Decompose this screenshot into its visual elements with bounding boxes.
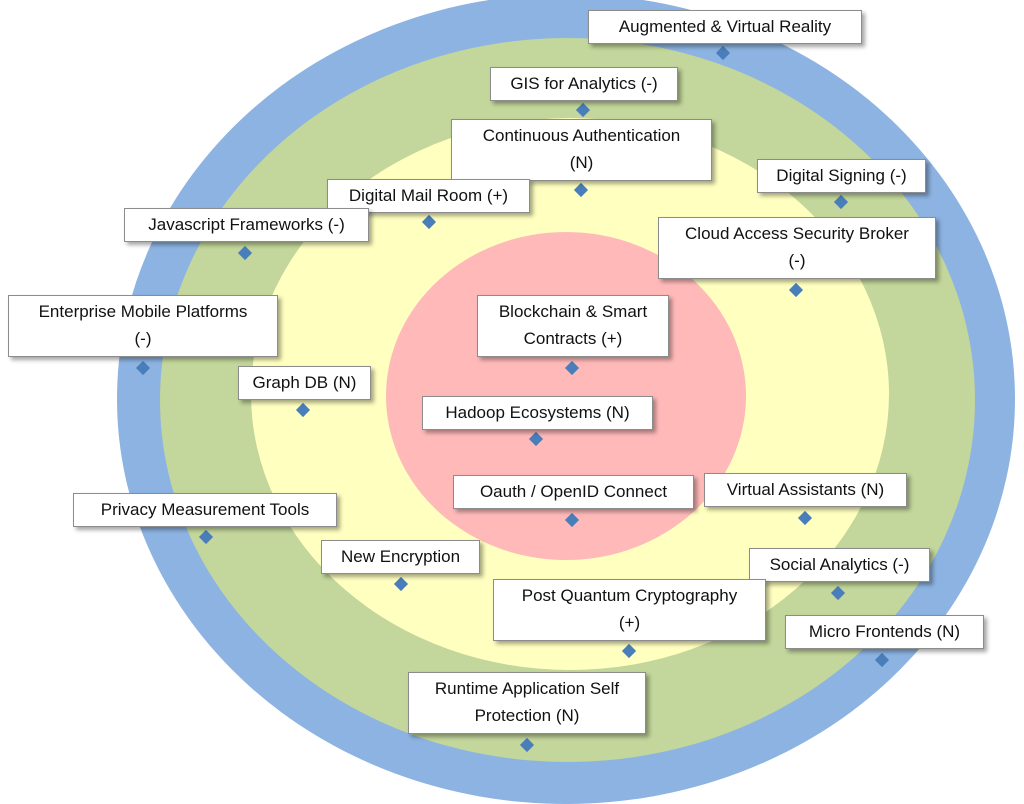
label-virtual-assistants: Virtual Assistants (N) xyxy=(704,473,907,507)
label-text: GIS for Analytics (-) xyxy=(510,74,658,93)
label-text-2: (N) xyxy=(569,153,594,172)
label-graph-db: Graph DB (N) xyxy=(238,366,371,400)
label-augmented-reality: Augmented & Virtual Reality xyxy=(588,10,862,44)
label-text: Virtual Assistants (N) xyxy=(726,480,885,499)
label-text-2: (-) xyxy=(134,329,152,348)
label-text: Augmented & Virtual Reality xyxy=(618,17,832,36)
label-text: Javascript Frameworks (-) xyxy=(148,215,345,234)
label-text-2: (+) xyxy=(618,613,641,632)
label-text: New Encryption xyxy=(340,547,461,566)
label-hadoop: Hadoop Ecosystems (N) xyxy=(422,396,653,430)
label-text: Privacy Measurement Tools xyxy=(100,500,310,519)
label-oauth: Oauth / OpenID Connect xyxy=(453,475,694,509)
label-enterprise-mobile: Enterprise Mobile Platforms (-) xyxy=(8,295,278,357)
label-text-2: (-) xyxy=(788,251,806,270)
label-text: Cloud Access Security Broker xyxy=(685,224,909,243)
label-gis: GIS for Analytics (-) xyxy=(490,67,678,101)
label-text: Post Quantum Cryptography xyxy=(521,586,738,605)
label-digital-mail-room: Digital Mail Room (+) xyxy=(327,179,530,213)
label-continuous-auth: Continuous Authentication (N) xyxy=(451,119,712,181)
label-text: Continuous Authentication xyxy=(482,126,681,145)
label-text: Oauth / OpenID Connect xyxy=(479,482,668,501)
label-js-frameworks: Javascript Frameworks (-) xyxy=(124,208,369,242)
label-text: Social Analytics (-) xyxy=(769,555,910,574)
label-social-analytics: Social Analytics (-) xyxy=(749,548,930,582)
label-text: Digital Mail Room (+) xyxy=(348,186,509,205)
label-pqc: Post Quantum Cryptography (+) xyxy=(493,579,766,641)
label-text: Enterprise Mobile Platforms xyxy=(38,302,248,321)
label-text: Graph DB (N) xyxy=(252,373,357,392)
label-text: Hadoop Ecosystems (N) xyxy=(445,403,630,422)
label-new-encryption: New Encryption xyxy=(321,540,480,574)
label-text-2: Protection (N) xyxy=(474,706,580,725)
label-text: Blockchain & Smart xyxy=(498,302,648,321)
label-text: Micro Frontends (N) xyxy=(808,622,961,641)
label-text: Digital Signing (-) xyxy=(776,166,907,185)
label-text-2: Contracts (+) xyxy=(523,329,623,348)
label-privacy-tools: Privacy Measurement Tools xyxy=(73,493,337,527)
label-text: Runtime Application Self xyxy=(434,679,620,698)
label-casb: Cloud Access Security Broker (-) xyxy=(658,217,936,279)
label-micro-frontends: Micro Frontends (N) xyxy=(785,615,984,649)
label-digital-signing: Digital Signing (-) xyxy=(757,159,926,193)
